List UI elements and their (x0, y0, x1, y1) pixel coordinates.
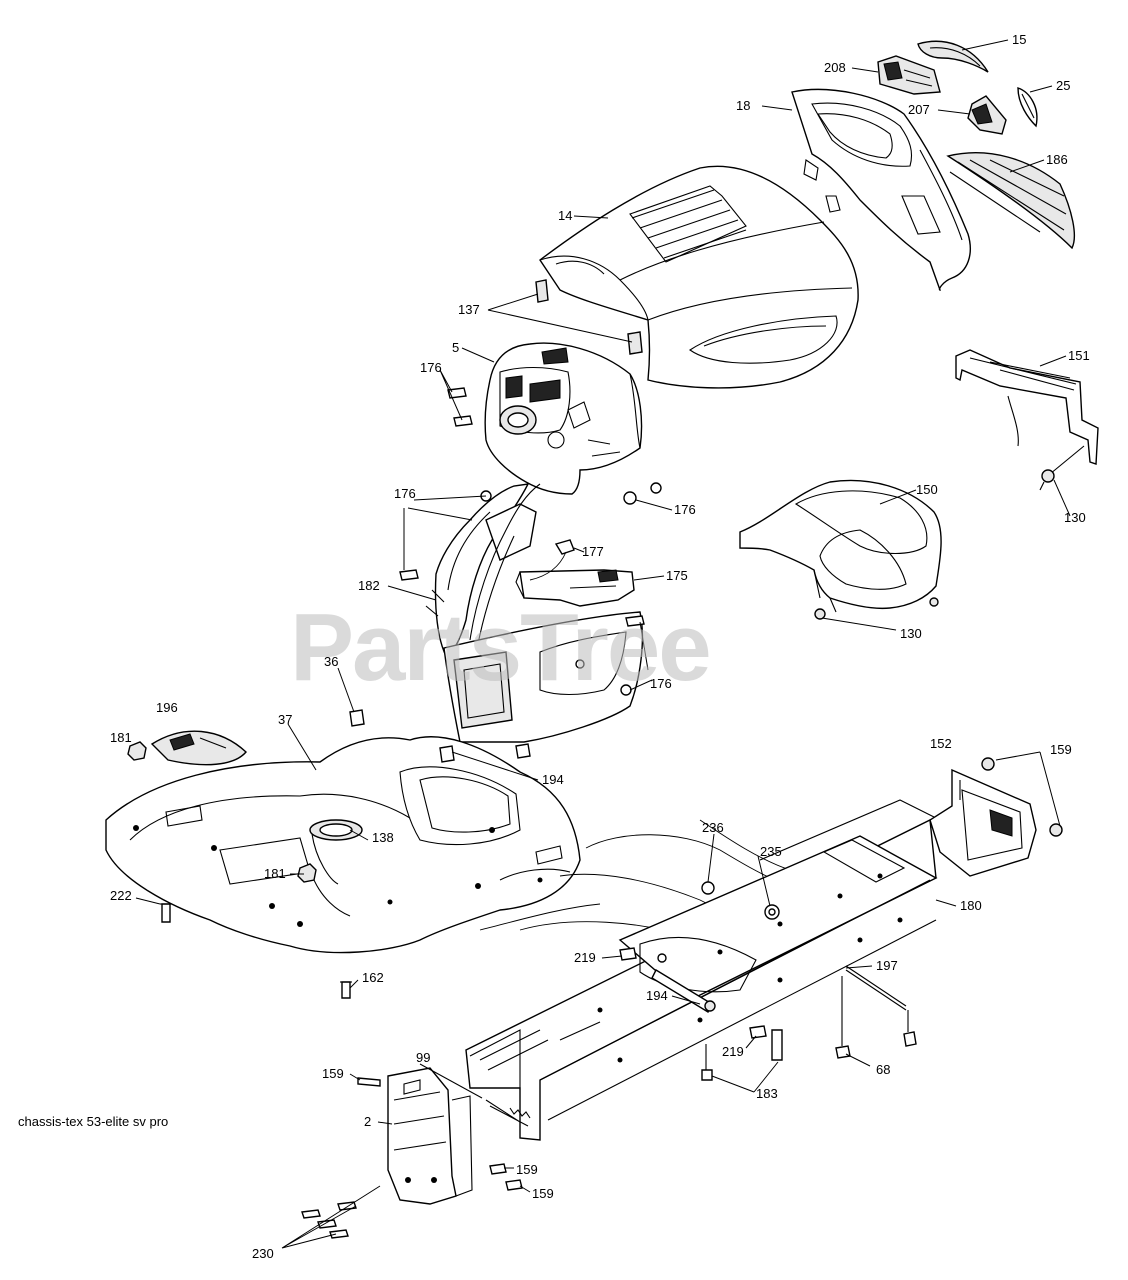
part-130-screw-a[interactable] (1039, 445, 1085, 491)
callout-138[interactable]: 138 (372, 830, 394, 845)
part-186-grille[interactable] (946, 152, 1075, 250)
part-181-nut-b[interactable] (297, 863, 317, 883)
callout-159-c[interactable]: 159 (516, 1162, 538, 1177)
part-2-front-bracket[interactable] (387, 1067, 473, 1205)
callout-36[interactable]: 36 (324, 654, 338, 669)
callout-194-b[interactable]: 194 (646, 988, 668, 1003)
leader-lines (135, 39, 1071, 1249)
part-5-dash-panel[interactable] (484, 342, 643, 495)
callout-130-a[interactable]: 130 (1064, 510, 1086, 525)
callout-181-a[interactable]: 181 (110, 730, 132, 745)
part-steering-shaft[interactable] (469, 483, 541, 645)
callout-2[interactable]: 2 (364, 1114, 371, 1129)
callout-176-b[interactable]: 176 (394, 486, 416, 501)
part-37-fender[interactable] (105, 736, 581, 954)
part-138-fuel-cap[interactable] (309, 819, 363, 885)
part-176-bolts-upper[interactable] (447, 387, 662, 505)
callout-150[interactable]: 150 (916, 482, 938, 497)
part-219-bolt-b[interactable] (749, 1025, 767, 1039)
part-175-switch-bracket[interactable] (515, 569, 635, 607)
part-162-screw[interactable] (340, 981, 352, 999)
part-219-bolt-a[interactable] (619, 947, 637, 961)
callout-99[interactable]: 99 (416, 1050, 430, 1065)
callout-159-d[interactable]: 159 (532, 1186, 554, 1201)
part-18-front-nose[interactable] (791, 88, 971, 291)
part-194-pin-frame[interactable] (651, 953, 716, 1013)
callout-176-a[interactable]: 176 (420, 360, 442, 375)
part-14-hood[interactable] (535, 165, 859, 389)
part-181-nut-a[interactable] (127, 741, 147, 761)
callout-14[interactable]: 14 (558, 208, 572, 223)
part-235-fastener[interactable] (764, 904, 780, 920)
callout-159-b[interactable]: 159 (322, 1066, 344, 1081)
callout-197[interactable]: 197 (876, 958, 898, 973)
part-159-bolts-front[interactable] (357, 1077, 523, 1191)
part-25-clip[interactable] (1017, 87, 1038, 128)
part-183-bolts[interactable] (701, 1029, 783, 1081)
part-99-spring[interactable] (485, 1099, 531, 1127)
callout-176-c[interactable]: 176 (674, 502, 696, 517)
part-150-shroud[interactable] (739, 479, 942, 613)
callout-219-b[interactable]: 219 (722, 1044, 744, 1059)
callout-182[interactable]: 182 (358, 578, 380, 593)
part-15-trim[interactable] (917, 40, 989, 73)
diagram-caption: chassis-tex 53-elite sv pro (18, 1114, 169, 1129)
part-151-bracket[interactable] (955, 349, 1099, 465)
part-208-headlight[interactable] (877, 55, 941, 95)
callout-159-a[interactable]: 159 (1050, 742, 1072, 757)
callout-186[interactable]: 186 (1046, 152, 1068, 167)
part-222-screw[interactable] (160, 903, 172, 923)
part-159-bolts-rear[interactable] (981, 757, 1063, 837)
callout-230[interactable]: 230 (252, 1246, 274, 1261)
callout-151[interactable]: 151 (1068, 348, 1090, 363)
callout-222[interactable]: 222 (110, 888, 132, 903)
callout-152[interactable]: 152 (930, 736, 952, 751)
callout-219-a[interactable]: 219 (574, 950, 596, 965)
callout-180[interactable]: 180 (960, 898, 982, 913)
wiring-harness (479, 819, 791, 941)
part-236-fastener[interactable] (701, 881, 715, 895)
part-36-fastener[interactable] (349, 709, 531, 763)
part-lower-console[interactable] (443, 611, 644, 743)
part-176-bolts-lower[interactable] (399, 569, 645, 627)
part-130-screw-b[interactable] (814, 597, 939, 620)
callout-37[interactable]: 37 (278, 712, 292, 727)
callout-18[interactable]: 18 (736, 98, 750, 113)
callout-207[interactable]: 207 (908, 102, 930, 117)
part-196-cover[interactable] (150, 730, 247, 766)
callout-236[interactable]: 236 (702, 820, 724, 835)
part-152-bracket[interactable] (929, 768, 1037, 877)
callout-labels: 15 208 25 18 207 186 14 137 5 176 151 13… (110, 32, 1090, 1261)
callout-68[interactable]: 68 (876, 1062, 890, 1077)
callout-15[interactable]: 15 (1012, 32, 1026, 47)
callout-194-a[interactable]: 194 (542, 772, 564, 787)
part-177-switch[interactable] (529, 539, 575, 581)
part-197-rod[interactable] (845, 965, 907, 1011)
callout-196[interactable]: 196 (156, 700, 178, 715)
callout-208[interactable]: 208 (824, 60, 846, 75)
part-68-bolts[interactable] (835, 976, 917, 1059)
part-207-headlight[interactable] (967, 95, 1007, 135)
callout-5[interactable]: 5 (452, 340, 459, 355)
watermark-logo: PartsTree (290, 594, 710, 701)
callout-177[interactable]: 177 (582, 544, 604, 559)
callout-175[interactable]: 175 (666, 568, 688, 583)
callout-130-b[interactable]: 130 (900, 626, 922, 641)
callout-181-b[interactable]: 181 (264, 866, 286, 881)
callout-183[interactable]: 183 (756, 1086, 778, 1101)
callout-235[interactable]: 235 (760, 844, 782, 859)
callout-162[interactable]: 162 (362, 970, 384, 985)
callout-25[interactable]: 25 (1056, 78, 1070, 93)
callout-137[interactable]: 137 (458, 302, 480, 317)
callout-176-d[interactable]: 176 (650, 676, 672, 691)
part-180-frame[interactable] (465, 799, 938, 1141)
